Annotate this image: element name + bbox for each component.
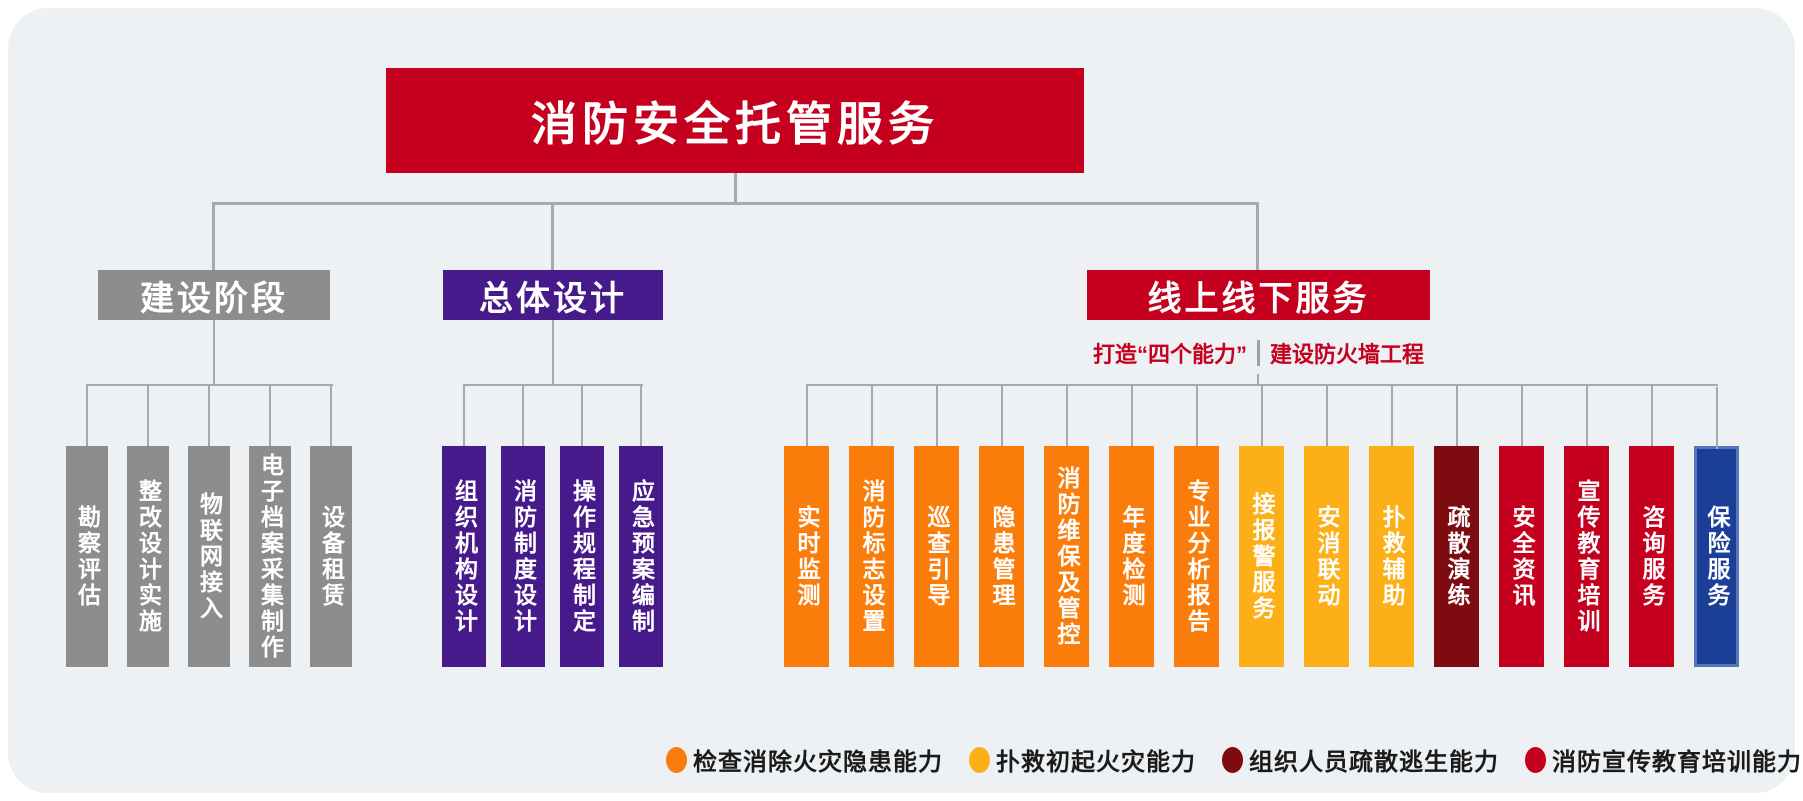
service-subtitle-left: 打造“四个能力” [1092,342,1247,367]
legend-item: 扑救初起火灾能力 [969,742,1196,777]
service-box: 年度检测 [1109,384,1154,667]
group-node-design-label: 总体设计 [479,279,627,318]
service-box: 专业分析报告 [1174,384,1219,667]
root-node-label: 消防安全托管服务 [531,97,939,150]
legend-label: 消防宣传教育培训能力 [1552,749,1802,776]
service-box: 组织机构设计 [442,384,486,667]
service-box-label: 保险服务 [1704,504,1730,609]
connector-design-rail [464,384,643,386]
connector-build-rail [87,384,333,386]
service-box-label: 组织机构设计 [451,478,478,635]
root-node: 消防安全托管服务 [386,68,1084,173]
service-box: 消防标志设置 [849,384,894,667]
group-node-service: 线上线下服务 [1087,270,1430,320]
legend-dot [1525,746,1546,773]
service-box: 消防维保及管控 [1044,384,1089,667]
service-box: 保险服务 [1694,387,1739,667]
service-box-label: 电子档案采集制作 [257,452,284,661]
service-box: 勘察评估 [66,384,108,667]
connector-top-rail [212,202,1259,205]
group-node-build: 建设阶段 [98,270,330,320]
group-node-build-label: 建设阶段 [140,279,288,318]
service-box: 应急预案编制 [619,384,663,667]
service-box-label: 消防标志设置 [859,478,885,635]
service-box-label: 隐患管理 [989,504,1015,609]
service-box-label: 巡查引导 [924,504,950,609]
service-box-label: 扑救辅助 [1379,504,1405,609]
service-box-label: 安全资讯 [1509,504,1535,609]
group-node-service-label: 线上线下服务 [1147,279,1370,318]
service-box-label: 宣传教育培训 [1574,478,1600,635]
service-box: 巡查引导 [914,384,959,667]
legend-dot [666,746,687,773]
service-box-label: 年度检测 [1119,504,1145,609]
service-box-label: 消防维保及管控 [1054,465,1080,648]
service-box: 接报警服务 [1239,384,1284,667]
service-box-label: 操作规程制定 [569,478,596,635]
service-box: 咨询服务 [1629,384,1674,667]
connector-drop-design [551,202,554,270]
service-box: 疏散演练 [1434,384,1479,667]
legend-item: 检查消除火灾隐患能力 [666,742,943,777]
legend-item: 组织人员疏散逃生能力 [1222,742,1499,777]
legend-label: 组织人员疏散逃生能力 [1249,749,1499,776]
connector-service-stub [1257,374,1259,385]
service-box-label: 整改设计实施 [135,478,162,635]
capability-legend: 检查消除火灾隐患能力 扑救初起火灾能力 组织人员疏散逃生能力 消防宣传教育培训能… [666,742,1802,777]
legend-label: 检查消除火灾隐患能力 [693,749,943,776]
design-children: 组织机构设计 消防制度设计 操作规程制定 应急预案编制 [442,384,663,667]
connector-build-stub [213,320,215,385]
service-box: 整改设计实施 [127,384,169,667]
service-box-label: 接报警服务 [1249,491,1275,622]
service-box: 安全资讯 [1499,384,1544,667]
service-box-label: 消防制度设计 [510,478,537,635]
group-node-design: 总体设计 [443,270,663,320]
legend-dot [969,746,990,773]
service-box-label: 物联网接入 [196,491,223,622]
service-box: 实时监测 [784,384,829,667]
service-box-label: 安消联动 [1314,504,1340,609]
service-box: 安消联动 [1304,384,1349,667]
service-subtitle: 打造“四个能力” 建设防火墙工程 [1087,336,1430,370]
connector-design-stub [552,320,554,385]
legend-item: 消防宣传教育培训能力 [1525,742,1802,777]
service-box-label: 疏散演练 [1444,504,1470,609]
service-box-label: 勘察评估 [74,504,101,609]
service-box: 电子档案采集制作 [249,384,291,667]
service-box-label: 专业分析报告 [1184,478,1210,635]
build-children: 勘察评估 整改设计实施 物联网接入 电子档案采集制作 设备租赁 [66,384,352,667]
service-box: 设备租赁 [310,384,352,667]
legend-label: 扑救初起火灾能力 [996,749,1196,776]
subtitle-divider [1257,340,1260,366]
connector-drop-build [212,202,215,270]
connector-root-stub [734,173,737,204]
connector-drop-service [1256,202,1259,270]
service-box: 消防制度设计 [501,384,545,667]
service-box-label: 设备租赁 [318,504,345,609]
service-box: 物联网接入 [188,384,230,667]
service-box: 扑救辅助 [1369,384,1414,667]
service-box: 操作规程制定 [560,384,604,667]
service-box-label: 咨询服务 [1639,504,1665,609]
service-subtitle-right: 建设防火墙工程 [1270,342,1425,367]
service-box: 宣传教育培训 [1564,384,1609,667]
service-box-label: 实时监测 [794,504,820,609]
service-children: 实时监测 消防标志设置 巡查引导 隐患管理 消防维保及管控 年度检测 专业分析报… [784,384,1739,667]
legend-dot [1222,746,1243,773]
service-box-label: 应急预案编制 [628,478,655,635]
service-box: 隐患管理 [979,384,1024,667]
